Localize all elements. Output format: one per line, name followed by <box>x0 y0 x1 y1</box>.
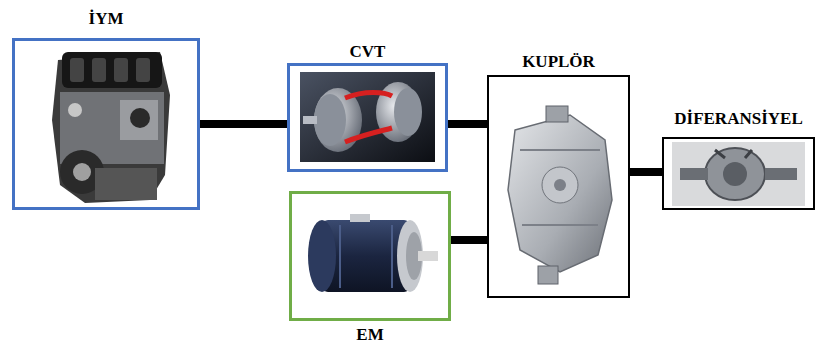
component-label: İYM <box>89 10 124 29</box>
cvt-pulley <box>314 88 362 152</box>
coupler-cover <box>542 167 578 203</box>
component-label: KUPLÖR <box>522 53 595 72</box>
ring-gear <box>705 148 765 200</box>
component-box: DİFERANSİYEL <box>662 137 815 210</box>
shaft-connector <box>448 120 487 128</box>
motor-terminal <box>350 214 370 222</box>
coupler-rib <box>520 150 600 225</box>
motor-band <box>339 225 341 288</box>
shaft-connector <box>630 168 662 176</box>
crank-hub <box>73 163 91 181</box>
shaft-connector <box>200 120 287 128</box>
cvt-belt <box>345 93 392 143</box>
gear-tooth <box>715 150 752 158</box>
valve-cover-rib <box>92 58 106 82</box>
coupler-yoke <box>538 266 558 284</box>
valve-cover-rib <box>70 58 84 82</box>
engine-part <box>68 103 82 117</box>
cvt-pulley <box>394 88 422 136</box>
coupler-yoke <box>546 106 568 122</box>
component-box: CVT <box>287 63 448 172</box>
oil-pan <box>95 168 157 200</box>
valve-cover <box>62 52 162 88</box>
engine-part <box>120 100 158 140</box>
component-label: CVT <box>350 43 386 62</box>
component-label: DİFERANSİYEL <box>674 110 802 129</box>
valve-cover-rib <box>114 58 128 82</box>
differential-picture <box>672 142 805 206</box>
cvt-picture <box>300 72 435 162</box>
component-box: KUPLÖR <box>487 75 630 298</box>
cvt-shaft <box>303 116 317 124</box>
coupler-bolt <box>554 179 566 191</box>
coupler-housing <box>508 115 612 272</box>
axle-shaft <box>765 168 797 180</box>
differential-background <box>672 142 805 206</box>
cvt-background <box>300 72 435 162</box>
motor-band <box>391 225 393 288</box>
motor-end <box>308 220 336 292</box>
motor-shaft <box>418 251 438 261</box>
pulley <box>130 108 150 128</box>
component-label: EM <box>356 326 383 345</box>
component-box: İYM <box>12 38 200 210</box>
shaft-connector <box>451 236 487 244</box>
valve-cover-rib <box>136 58 150 82</box>
spider-gear <box>723 162 747 186</box>
motor-picture <box>308 214 438 292</box>
cvt-pulley <box>314 94 346 146</box>
coupler-picture <box>508 106 612 284</box>
engine-picture <box>52 52 170 203</box>
engine-body <box>52 52 170 203</box>
axle-shaft <box>680 168 708 180</box>
component-box: EM <box>289 191 451 321</box>
